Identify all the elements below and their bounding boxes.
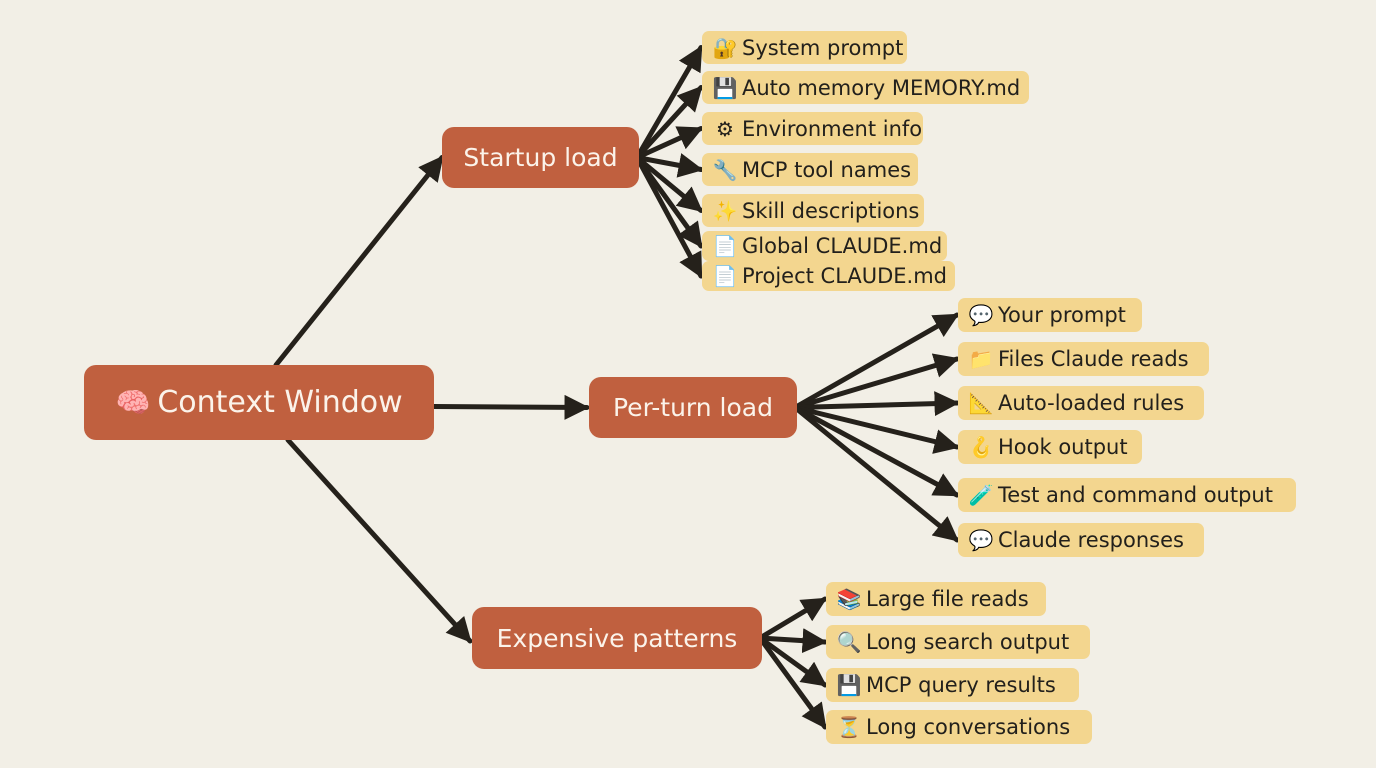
speech-bubble-icon: 💬 [968,303,994,327]
lock-key-icon: 🔐 [712,35,738,60]
leaf-project-claude-md: 📄 Project CLAUDE.md [702,261,955,291]
leaf-label: Long conversations [866,715,1071,739]
leaf-files-claude-reads: 📁 Files Claude reads [958,342,1209,376]
arrow-startup-to-leaf-2 [634,126,704,160]
leaf-label: Global CLAUDE.md [742,234,943,258]
triangle-ruler-icon: 📐 [968,391,994,415]
leaf-label: Your prompt [998,303,1126,327]
arrow-root-to-startup-load [273,155,445,368]
leaf-label: Skill descriptions [742,198,920,223]
sparkles-icon: ✨ [712,198,738,223]
speech-bubble-icon: 💬 [968,528,994,552]
arrow-expensive-to-leaf-0 [757,596,828,641]
arrow-expensive-to-leaf-2 [757,635,828,688]
hook-icon: 🪝 [968,435,994,459]
leaf-mcp-tool-names: 🔧 MCP tool names [702,153,918,186]
leaf-label: Environment info [742,116,923,141]
hub-node-per-turn-load: Per-turn load [589,377,797,438]
leaf-auto-memory: 💾 Auto memory MEMORY.md [702,71,1029,104]
leaf-skill-descriptions: ✨ Skill descriptions [702,194,924,227]
document-icon: 📄 [712,264,738,288]
arrow-startup-to-leaf-0 [634,45,704,160]
arrow-root-to-expensive-patterns [285,437,473,644]
leaf-label: Auto memory MEMORY.md [742,75,1021,100]
leaf-mcp-query-results: 💾 MCP query results [826,668,1079,702]
books-icon: 📚 [836,587,862,611]
gear-icon: ⚙ [716,116,734,141]
arrow-startup-to-leaf-6 [634,155,704,279]
arrow-perturn-to-leaf-0 [792,312,960,410]
leaf-your-prompt: 💬 Your prompt [958,298,1142,332]
leaf-label: Claude responses [998,528,1184,552]
leaf-label: Files Claude reads [998,347,1189,371]
arrow-perturn-to-leaf-5 [792,405,960,543]
root-node-label: Context Window [157,385,403,420]
arrow-startup-to-leaf-1 [634,85,704,160]
brain-icon: 🧠 [115,386,151,419]
leaf-label: Long search output [866,630,1070,654]
leaf-hook-output: 🪝 Hook output [958,430,1142,464]
folder-icon: 📁 [968,347,994,371]
arrow-perturn-to-leaf-3 [792,405,960,454]
leaf-label: Project CLAUDE.md [742,264,948,288]
document-icon: 📄 [712,234,738,258]
arrow-startup-to-leaf-4 [634,155,704,213]
hub-label: Per-turn load [613,393,773,422]
leaf-claude-responses: 💬 Claude responses [958,523,1204,557]
leaf-label: Test and command output [998,483,1273,507]
leaf-label: MCP tool names [742,157,912,182]
arrow-perturn-to-leaf-1 [792,353,960,410]
arrow-expensive-to-leaf-3 [757,635,828,730]
root-node-context-window: 🧠 Context Window [84,365,434,440]
arrow-perturn-to-leaf-4 [792,405,960,498]
arrow-startup-to-leaf-3 [634,153,704,178]
leaf-auto-loaded-rules: 📐 Auto-loaded rules [958,386,1204,420]
leaf-label: System prompt [742,35,904,60]
leaf-label: Hook output [998,435,1128,459]
leaf-global-claude-md: 📄 Global CLAUDE.md [702,231,947,261]
arrow-expensive-to-leaf-1 [757,628,828,654]
leaf-label: Auto-loaded rules [998,391,1185,415]
arrow-perturn-to-leaf-2 [792,391,960,417]
hub-node-startup-load: Startup load [442,127,639,188]
hourglass-icon: ⏳ [836,715,862,739]
magnifier-icon: 🔍 [836,630,862,654]
hub-label: Expensive patterns [496,623,738,653]
leaf-test-and-command-output: 🧪 Test and command output [958,478,1296,512]
leaf-environment-info: ⚙ Environment info [702,112,923,145]
arrow-root-to-per-turn-load [431,394,590,420]
hub-label: Startup load [463,143,618,172]
leaf-large-file-reads: 📚 Large file reads [826,582,1046,616]
floppy-disk-icon: 💾 [712,75,738,100]
floppy-disk-icon: 💾 [836,673,862,697]
leaf-label: MCP query results [866,673,1056,697]
leaf-long-conversations: ⏳ Long conversations [826,710,1092,744]
wrench-icon: 🔧 [712,157,738,182]
hub-node-expensive-patterns: Expensive patterns [472,607,762,669]
leaf-long-search-output: 🔍 Long search output [826,625,1090,659]
test-tube-icon: 🧪 [968,483,994,507]
leaf-label: Large file reads [866,587,1029,611]
leaf-system-prompt: 🔐 System prompt [702,31,907,64]
